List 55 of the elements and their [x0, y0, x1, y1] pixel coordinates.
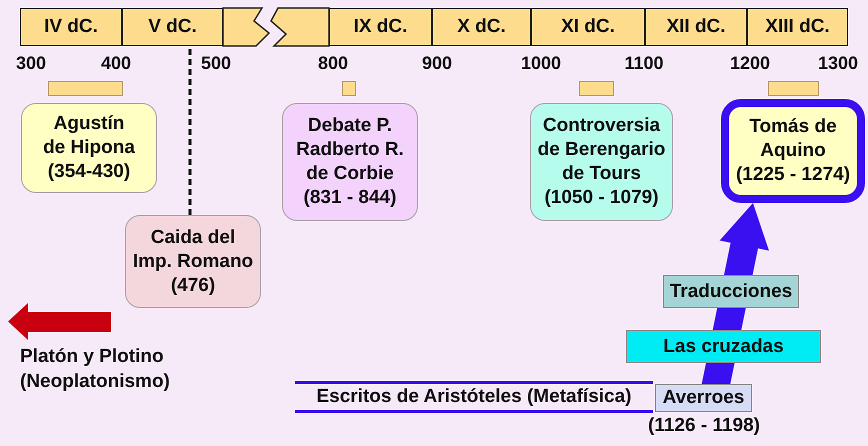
century-band	[329, 8, 432, 46]
period-bar	[768, 81, 819, 96]
period-bar	[48, 81, 123, 96]
event-dates: (1050 - 1079)	[544, 186, 659, 210]
box-label: Las cruzadas	[663, 334, 784, 358]
event-dates: (1225 - 1274)	[736, 163, 850, 187]
century-band	[531, 8, 645, 46]
event-dates: (354-430)	[48, 160, 130, 184]
event-title: Debate P. Radberto R. de Corbie	[295, 114, 405, 186]
event-box	[721, 99, 865, 203]
century-label: XI dC.	[561, 15, 615, 39]
period-bar	[579, 81, 614, 96]
year-label: 1000	[520, 52, 562, 74]
label-box	[626, 330, 821, 363]
century-label: IV dC.	[44, 15, 98, 39]
century-label: XII dC.	[666, 15, 726, 39]
label-box	[655, 384, 752, 412]
box-label: Traducciones	[670, 280, 792, 304]
label-box	[663, 275, 799, 308]
event-dates: (476)	[170, 274, 216, 298]
event-title: Controversia de Berengario de Tours	[536, 114, 666, 186]
century-label: X dC.	[457, 15, 506, 39]
period-bar	[342, 81, 356, 96]
year-label: 900	[422, 52, 452, 74]
annotation-text: Platón y Plotino (Neoplatonismo)	[20, 345, 171, 394]
event-box	[21, 103, 157, 193]
event-box	[530, 103, 673, 221]
year-label: 1200	[730, 52, 770, 74]
century-label: IX dC.	[354, 15, 408, 39]
century-band	[223, 8, 270, 46]
century-label: V dC.	[148, 15, 197, 39]
event-title: Tomás de Aquino	[748, 115, 838, 163]
event-dates: (831 - 844)	[304, 186, 396, 210]
century-band	[269, 8, 329, 46]
century-band	[122, 8, 223, 46]
box-label: Averroes	[662, 386, 744, 410]
year-label: 400	[100, 52, 132, 74]
century-band	[20, 8, 122, 46]
event-title: Agustín de Hipona	[42, 112, 136, 160]
event-title: Caida del Imp. Romano	[132, 226, 254, 274]
century-band	[645, 8, 747, 46]
dashed-line	[188, 46, 192, 215]
century-label: XIII dC.	[765, 15, 830, 39]
year-label: 1100	[624, 52, 664, 74]
year-label: 300	[16, 52, 46, 74]
year-label: 800	[318, 52, 348, 74]
event-dates: (1126 - 1198)	[648, 414, 760, 438]
text-band	[295, 381, 653, 413]
year-label: 1300	[818, 52, 858, 74]
century-band	[747, 8, 848, 46]
band-text: Escritos de Aristóteles (Metafísica)	[316, 385, 632, 409]
event-box	[282, 103, 418, 221]
year-label: 500	[200, 52, 232, 74]
event-box	[125, 215, 261, 308]
century-band	[432, 8, 531, 46]
